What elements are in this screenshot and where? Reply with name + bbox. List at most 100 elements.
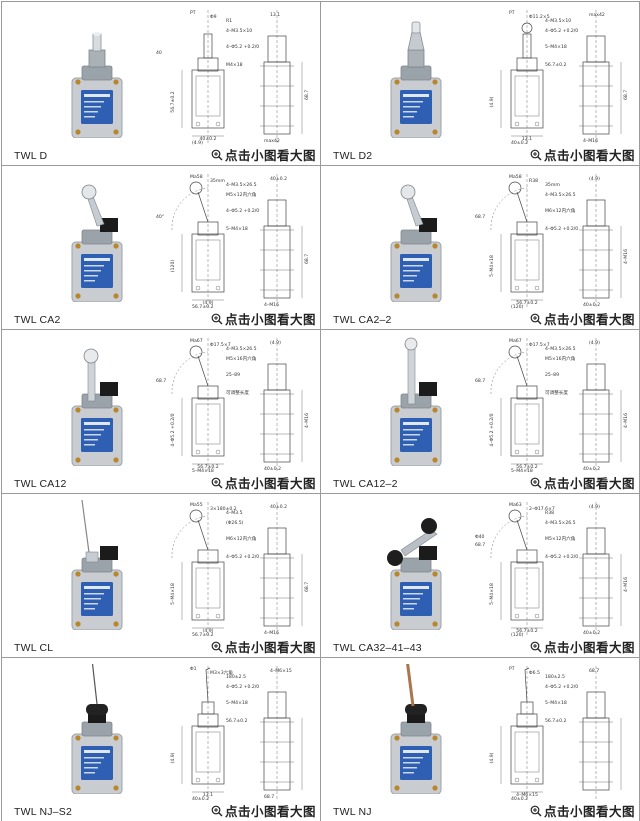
- dimension-label: Φ17.5×7: [210, 342, 231, 348]
- dimension-label: Φ6.5: [529, 670, 540, 676]
- product-photo[interactable]: [52, 8, 147, 138]
- roller: [83, 348, 99, 364]
- screw-icon: [432, 457, 438, 463]
- dimension-label: (4.9): [589, 176, 600, 182]
- zoom-label: 点击小图看大图: [543, 640, 635, 655]
- zoom-link[interactable]: 点击小图看大图: [530, 473, 635, 492]
- zoom-link[interactable]: 点击小图看大图: [211, 145, 316, 164]
- dimension-label: 56.7±0.2: [545, 718, 566, 724]
- zoom-link[interactable]: 点击小图看大图: [530, 637, 635, 656]
- product-photo[interactable]: [371, 336, 466, 466]
- dimension-label: Ma67: [509, 338, 522, 344]
- dimension-label: 4–M3.5×10: [226, 28, 252, 34]
- roller: [400, 184, 416, 200]
- dimension-label: 5–M4×18: [192, 468, 214, 474]
- switch-head: [400, 721, 432, 737]
- dimension-label: M6×12内六角: [226, 535, 257, 542]
- dimension-label: 40±0.2: [511, 140, 528, 146]
- zoom-link[interactable]: 点击小图看大图: [211, 473, 316, 492]
- model-name: TWL CL: [14, 642, 54, 654]
- product-photo[interactable]: [52, 336, 147, 466]
- switch-head: [81, 229, 113, 245]
- dimension-label: 4–Φ5.2 +0.2/0: [226, 554, 259, 560]
- dimension-label: 40°: [156, 214, 164, 220]
- screw-icon: [113, 735, 119, 741]
- zoom-in-icon: [530, 313, 542, 324]
- zoom-link[interactable]: 点击小图看大图: [530, 309, 635, 328]
- dimension-label: 5–M4×18: [545, 44, 567, 50]
- dimension-label: 5–M4×18: [489, 583, 495, 605]
- dimension-label: 4–M3.5×26.5: [226, 182, 257, 188]
- dimension-label: 68.7: [304, 254, 310, 264]
- dimension-label: M5×16内六角: [226, 355, 257, 362]
- dimension-label: 40±0.2: [270, 504, 287, 510]
- dimension-label: Φ11.2×5: [529, 14, 550, 20]
- dimension-label: 4–M16: [623, 413, 629, 428]
- dimension-label: 68.7: [475, 214, 485, 220]
- dimension-label: 40±0.2: [264, 466, 281, 472]
- spring-base: [405, 704, 427, 715]
- product-photo[interactable]: [371, 500, 466, 630]
- zoom-label: 点击小图看大图: [224, 148, 316, 163]
- screw-icon: [113, 785, 119, 791]
- product-photo[interactable]: [52, 500, 147, 630]
- screw-icon: [75, 243, 81, 249]
- screw-icon: [394, 129, 400, 135]
- dimension-label: 180±2.5: [545, 674, 565, 680]
- dimension-label: 68.7: [304, 90, 310, 100]
- dimension-label: 40±0.2: [192, 796, 209, 802]
- roller: [404, 337, 418, 351]
- dimension-label: 可调整长度: [545, 389, 568, 396]
- dimension-label: 4–M3.5×26.5: [545, 192, 576, 198]
- dimension-label: M6×12内六角: [545, 207, 576, 214]
- screw-icon: [394, 735, 400, 741]
- dimension-label: 4–M6×15: [516, 792, 538, 798]
- zoom-link[interactable]: 点击小图看大图: [211, 309, 316, 328]
- switch-head: [400, 393, 432, 409]
- zoom-link[interactable]: 点击小图看大图: [530, 801, 635, 820]
- dimension-label: 5–M4×18: [226, 700, 248, 706]
- dimension-label: (4.9): [489, 752, 495, 763]
- zoom-link[interactable]: 点击小图看大图: [211, 637, 316, 656]
- product-photo[interactable]: [371, 664, 466, 794]
- zoom-in-icon: [530, 805, 542, 816]
- screw-icon: [75, 407, 81, 413]
- dimension-label: R1: [226, 18, 232, 24]
- dimension-label: 4–M16: [264, 630, 279, 636]
- zoom-link[interactable]: 点击小图看大图: [530, 145, 635, 164]
- screw-icon: [394, 293, 400, 299]
- switch-head: [81, 393, 113, 409]
- dimension-label: M4×18: [226, 62, 243, 68]
- zoom-link[interactable]: 点击小图看大图: [211, 801, 316, 820]
- product-photo[interactable]: [371, 8, 466, 138]
- screw-icon: [113, 621, 119, 627]
- dimension-label: 13.1: [203, 792, 213, 798]
- roller: [81, 184, 97, 200]
- product-photo[interactable]: [52, 172, 147, 302]
- screw-icon: [113, 129, 119, 135]
- lever-box: [419, 218, 437, 232]
- product-photo[interactable]: [371, 172, 466, 302]
- screw-icon: [432, 785, 438, 791]
- dimension-label: 4–Φ5.2 +0.2/0: [545, 226, 578, 232]
- screw-icon: [113, 457, 119, 463]
- dimension-label: 4–M3.5×26.5: [545, 346, 576, 352]
- screw-icon: [394, 243, 400, 249]
- dimension-label: 40: [156, 50, 162, 56]
- screw-icon: [113, 571, 119, 577]
- product-photo[interactable]: [52, 664, 147, 794]
